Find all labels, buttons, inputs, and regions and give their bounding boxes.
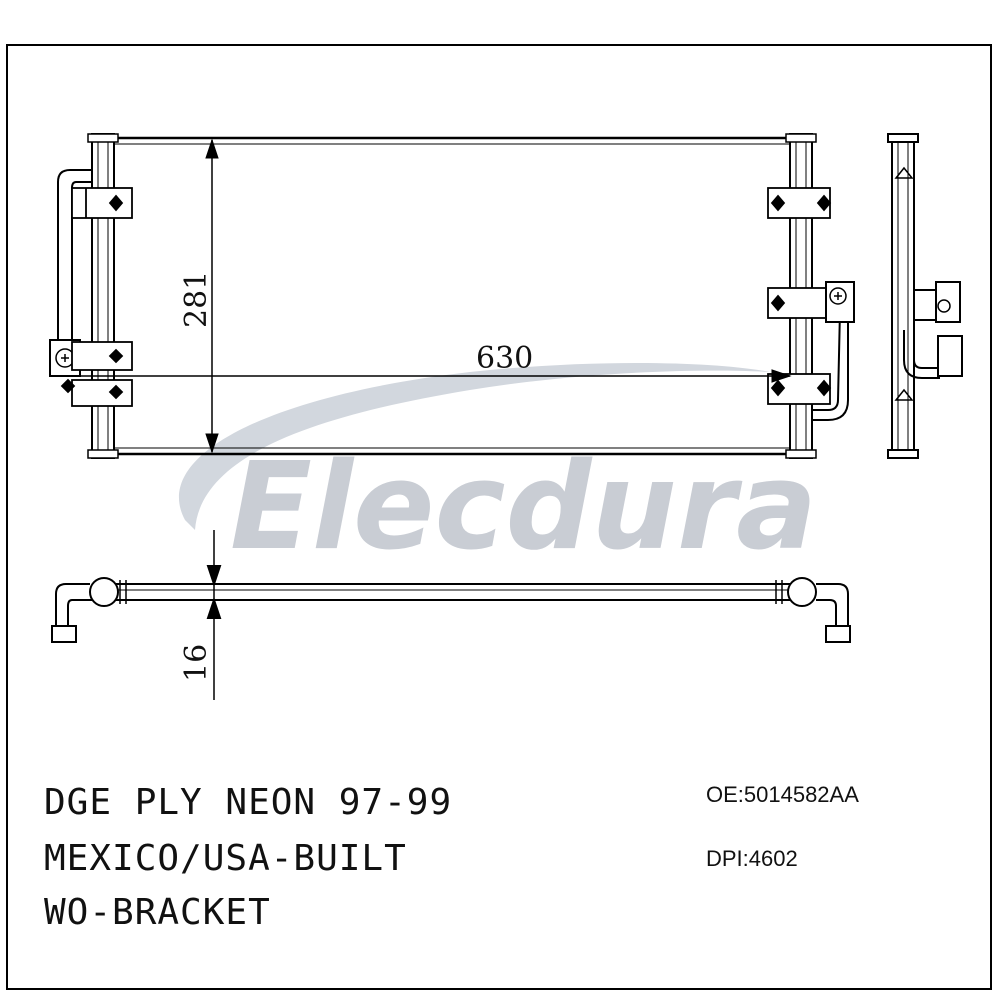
right-mounting-brackets: [767, 187, 832, 405]
dpi-part-number: DPI:4602: [706, 846, 798, 871]
left-mounting-brackets: [60, 187, 133, 407]
oe-part-number: OE:5014582AA: [706, 782, 859, 807]
watermark: Elecdura: [178, 362, 817, 577]
drawing-frame: [6, 44, 992, 990]
bracket-note-line: WO-BRACKET: [44, 892, 271, 933]
height-dimension-label: 281: [179, 271, 214, 328]
condenser-core: [110, 136, 794, 456]
condenser-side-view: [887, 133, 963, 459]
thickness-dimension-label: 16: [179, 644, 214, 682]
left-header-tank: [91, 133, 115, 459]
build-origin-line: MEXICO/USA-BUILT: [44, 838, 407, 879]
vehicle-model-line: DGE PLY NEON 97-99: [44, 782, 453, 823]
condenser-front-view: [49, 133, 855, 459]
watermark-swoosh: [178, 362, 770, 530]
width-dimension-label: 630: [476, 341, 533, 376]
condenser-bottom-view: [51, 530, 851, 700]
watermark-brand: Elecdura: [230, 438, 817, 577]
